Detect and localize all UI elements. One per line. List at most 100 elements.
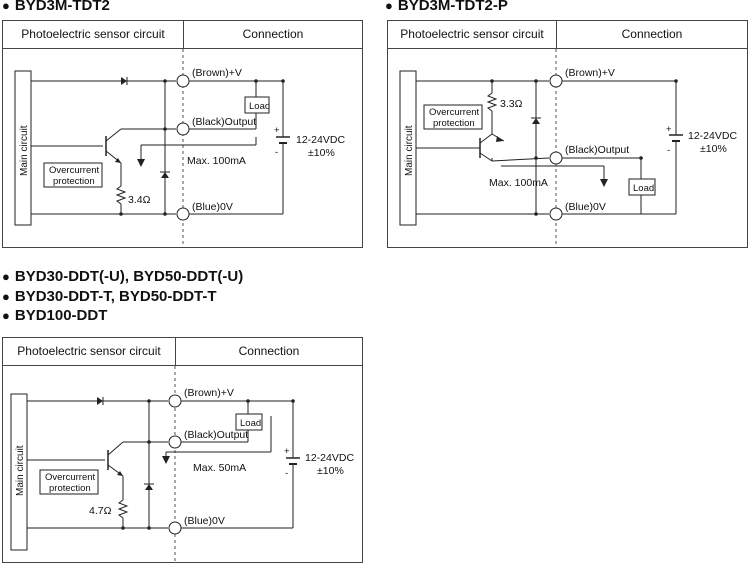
diagram-3-title-line-2: ● BYD30-DDT-T, BYD50-DDT-T — [2, 288, 217, 305]
diode-icon — [97, 397, 103, 405]
brown-label: (Brown)+V — [565, 67, 615, 79]
overcurrent-label-2: protection — [53, 176, 95, 187]
bullet: ● — [2, 289, 10, 304]
junction-dot — [674, 79, 678, 83]
diagram-3-title-line-1: ● BYD30-DDT(-U), BYD50-DDT(-U) — [2, 268, 243, 285]
load-box — [244, 96, 270, 114]
black-terminal — [176, 122, 190, 136]
junction-dot — [163, 79, 167, 83]
blue-label: (Blue)0V — [192, 201, 233, 213]
junction-dot — [534, 212, 538, 216]
current-label: Max. 50mA — [193, 462, 246, 474]
resistor-label: 3.3Ω — [500, 98, 523, 110]
header-connection: Connection — [238, 344, 300, 358]
bullet: ● — [2, 269, 10, 284]
junction-group — [121, 399, 295, 530]
main-circuit-block — [14, 70, 32, 226]
overcurrent-label-1: Overcurrent — [429, 107, 480, 118]
junction-dot — [639, 156, 643, 160]
junction-group — [119, 79, 285, 216]
bullet: ● — [385, 0, 393, 13]
wire-segment — [479, 152, 493, 162]
junction-dot — [147, 399, 151, 403]
minus-sign: - — [285, 468, 288, 479]
junction-dot — [291, 399, 295, 403]
wire-segment — [491, 157, 550, 162]
supply-label: 12-24VDC — [305, 452, 354, 464]
current-arrow-icon — [137, 159, 145, 167]
load-label: Load — [240, 418, 261, 429]
tolerance-label: ±10% — [700, 143, 727, 155]
junction-dot — [534, 79, 538, 83]
overcurrent-box — [423, 104, 483, 130]
diagram-2-header: Photoelectric sensor circuit Connection — [388, 21, 747, 49]
zener-icon — [532, 118, 540, 124]
diagram-1-panel: Photoelectric sensor circuit Connection … — [2, 20, 363, 248]
current-label: Max. 100mA — [187, 155, 246, 167]
diagram-1-model: BYD3M-TDT2 — [14, 0, 110, 14]
blue-terminal — [549, 207, 563, 221]
overcurrent-box — [39, 469, 99, 495]
diagram-1-title: ●BYD3M-TDT2 — [2, 0, 110, 14]
diagram-3-models-2: BYD30-DDT-T, BYD50-DDT-T — [14, 288, 217, 305]
header-sensor-circuit: Photoelectric sensor circuit — [3, 21, 184, 48]
tolerance-label: ±10% — [308, 147, 335, 159]
overcurrent-label-1: Overcurrent — [45, 472, 96, 483]
junction-group — [490, 79, 678, 216]
main-circuit-label: Main circuit — [19, 125, 30, 176]
overcurrent-label-2: protection — [49, 483, 91, 494]
load-box — [628, 178, 656, 196]
diagram-2-model: BYD3M-TDT2-P — [397, 0, 508, 14]
supply-label: 12-24VDC — [688, 130, 737, 142]
junction-dot — [119, 212, 123, 216]
resistor-icon — [115, 185, 127, 205]
overcurrent-label-1: Overcurrent — [49, 165, 100, 176]
wire-segment — [107, 441, 124, 456]
main-circuit-label: Main circuit — [15, 445, 26, 496]
black-label: (Black)Output — [192, 116, 256, 128]
junction-dot — [490, 79, 494, 83]
blue-terminal — [176, 207, 190, 221]
load-box — [235, 413, 263, 431]
brown-terminal — [168, 394, 182, 408]
plus-sign: + — [666, 124, 672, 135]
load-label: Load — [633, 183, 654, 194]
black-label: (Black)Output — [565, 144, 629, 156]
brown-label: (Brown)+V — [184, 387, 234, 399]
diode-icon — [121, 77, 127, 85]
diagram-1-schematic: Main circuit (Brown)+V (Black)Output Loa… — [14, 49, 345, 247]
diagram-3-models-1: BYD30-DDT(-U), BYD50-DDT(-U) — [14, 268, 244, 285]
current-arrow-icon — [600, 179, 608, 187]
black-label: (Black)Output — [184, 429, 248, 441]
diagram-3-panel: Photoelectric sensor circuit Connection … — [2, 337, 363, 563]
black-terminal — [549, 151, 563, 165]
brown-terminal — [176, 74, 190, 88]
blue-label: (Blue)0V — [184, 515, 225, 527]
brown-terminal — [549, 74, 563, 88]
tolerance-label: ±10% — [317, 465, 344, 477]
resistor-label: 4.7Ω — [89, 505, 112, 517]
junction-dot — [534, 156, 538, 160]
main-circuit-block — [10, 393, 28, 551]
diagram-1-header: Photoelectric sensor circuit Connection — [3, 21, 362, 49]
resistor-icon — [486, 92, 498, 112]
diagram-2-panel: Photoelectric sensor circuit Connection … — [387, 20, 748, 248]
main-circuit-label: Main circuit — [404, 125, 415, 176]
junction-dot — [147, 526, 151, 530]
diagram-3-title-line-3: ●BYD100-DDT — [2, 307, 107, 324]
supply-label: 12-24VDC — [296, 134, 345, 146]
header-connection: Connection — [621, 27, 683, 41]
diagram-2-title: ● BYD3M-TDT2-P — [385, 0, 508, 14]
junction-dot — [163, 212, 167, 216]
arrow-icon — [496, 136, 503, 142]
header-sensor-circuit: Photoelectric sensor circuit — [3, 338, 176, 365]
overcurrent-box — [43, 162, 103, 188]
arrow-icon — [115, 158, 121, 163]
diagram-3-models-3: BYD100-DDT — [14, 307, 108, 324]
resistor-label: 3.4Ω — [128, 194, 151, 206]
junction-dot — [163, 127, 167, 131]
junction-dot — [121, 526, 125, 530]
blue-label: (Blue)0V — [565, 201, 606, 213]
minus-sign: - — [667, 145, 670, 156]
arrow-icon — [117, 471, 123, 476]
